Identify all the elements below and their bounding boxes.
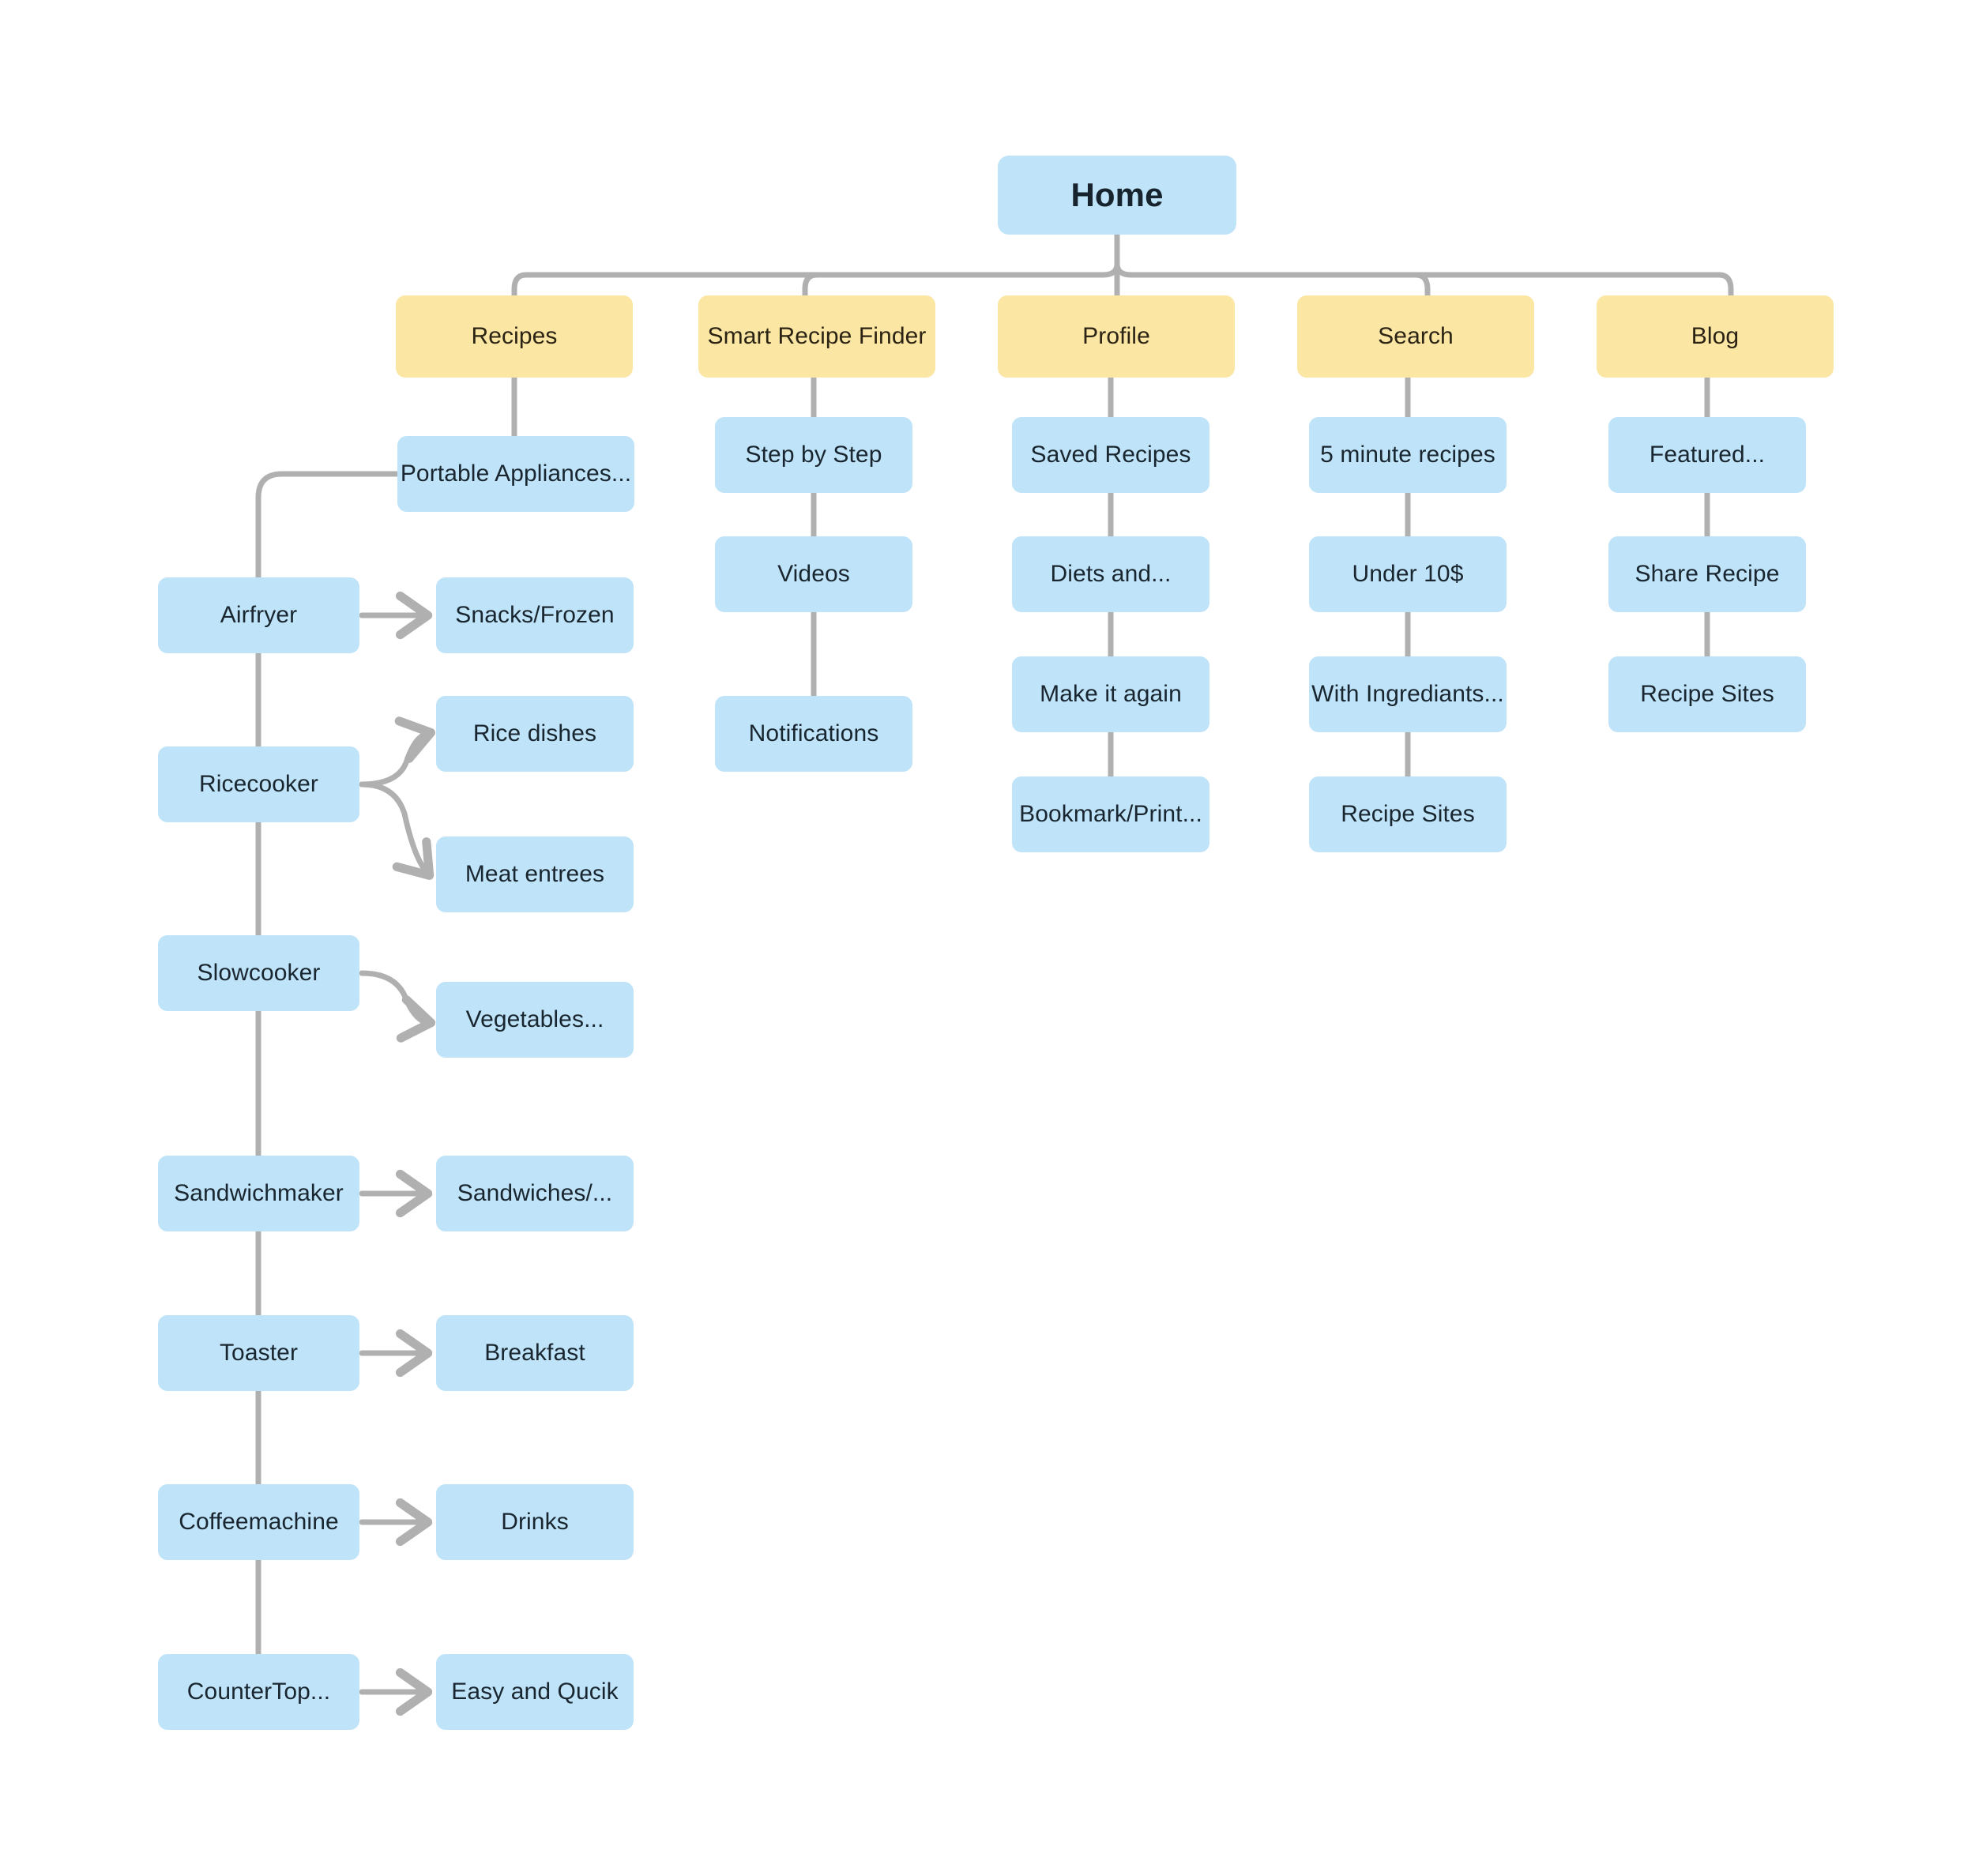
node-toaster[interactable]: Toaster	[158, 1315, 359, 1391]
node-label: Rice dishes	[472, 720, 597, 746]
node-label: With Ingrediants...	[1311, 681, 1504, 707]
node-label: Sandwiches/...	[457, 1180, 613, 1206]
node-five-minute-recipes[interactable]: 5 minute recipes	[1309, 417, 1507, 493]
node-label: Toaster	[219, 1340, 299, 1366]
edge-home-to-recipes	[511, 272, 529, 299]
node-label: Portable Appliances...	[400, 461, 632, 487]
node-sandwichmaker[interactable]: Sandwichmaker	[158, 1156, 359, 1231]
node-countertop[interactable]: CounterTop...	[158, 1654, 359, 1730]
node-label: Drinks	[501, 1509, 569, 1535]
edge-home-to-smart-finder	[802, 272, 820, 299]
edge-portable-to-airfryer	[255, 471, 401, 581]
node-label: Recipes	[471, 323, 558, 349]
node-label: Under 10$	[1352, 561, 1464, 587]
node-label: Recipe Sites	[1640, 681, 1774, 707]
node-label: Share Recipe	[1635, 561, 1780, 587]
node-videos[interactable]: Videos	[715, 536, 912, 612]
node-portable-appliances[interactable]: Portable Appliances...	[397, 436, 634, 512]
node-label: Recipe Sites	[1341, 801, 1475, 827]
node-make-it-again[interactable]: Make it again	[1012, 656, 1209, 732]
edge-bus-horizontal	[523, 261, 1722, 278]
node-saved-recipes[interactable]: Saved Recipes	[1012, 417, 1209, 493]
node-ricecooker[interactable]: Ricecooker	[158, 746, 359, 822]
node-coffeemachine[interactable]: Coffeemachine	[158, 1484, 359, 1560]
node-label: Videos	[777, 561, 850, 587]
node-sandwiches[interactable]: Sandwiches/...	[436, 1156, 634, 1231]
node-slowcooker[interactable]: Slowcooker	[158, 935, 359, 1011]
node-label: Step by Step	[745, 442, 882, 468]
node-label: Smart Recipe Finder	[707, 323, 927, 349]
node-label: Airfryer	[220, 602, 298, 628]
node-recipe-sites-search[interactable]: Recipe Sites	[1309, 776, 1507, 852]
node-step-by-step[interactable]: Step by Step	[715, 417, 912, 493]
node-under-10[interactable]: Under 10$	[1309, 536, 1507, 612]
edge-home-to-blog	[1716, 272, 1734, 299]
edge-ricecooker-to-meatentrees	[359, 781, 434, 880]
node-share-recipe[interactable]: Share Recipe	[1608, 536, 1806, 612]
node-label: Vegetables...	[465, 1006, 604, 1032]
node-label: Coffeemachine	[179, 1509, 339, 1535]
node-rice-dishes[interactable]: Rice dishes	[436, 696, 634, 772]
node-snacks-frozen[interactable]: Snacks/Frozen	[436, 577, 634, 653]
node-label: Easy and Qucik	[451, 1679, 619, 1705]
node-profile[interactable]: Profile	[998, 295, 1235, 378]
node-label: Featured...	[1649, 442, 1766, 468]
node-label: Snacks/Frozen	[455, 602, 615, 628]
node-label: CounterTop...	[186, 1679, 331, 1705]
node-label: Profile	[1082, 323, 1150, 349]
node-meat-entrees[interactable]: Meat entrees	[436, 836, 634, 912]
node-breakfast[interactable]: Breakfast	[436, 1315, 634, 1391]
node-label: Search	[1378, 323, 1454, 349]
node-label: Make it again	[1040, 681, 1182, 707]
node-airfryer[interactable]: Airfryer	[158, 577, 359, 653]
node-with-ingrediants[interactable]: With Ingrediants...	[1309, 656, 1507, 732]
node-label: Blog	[1691, 323, 1740, 349]
node-diets-and[interactable]: Diets and...	[1012, 536, 1209, 612]
node-label: Breakfast	[484, 1340, 585, 1366]
node-smart-recipe-finder[interactable]: Smart Recipe Finder	[698, 295, 935, 378]
node-label: Notifications	[748, 720, 879, 746]
node-home[interactable]: Home	[998, 156, 1236, 235]
node-vegetables[interactable]: Vegetables...	[436, 982, 634, 1058]
node-label: 5 minute recipes	[1320, 442, 1495, 468]
edge-home-to-search	[1413, 272, 1431, 299]
node-label: Meat entrees	[465, 861, 605, 887]
node-bookmark-print[interactable]: Bookmark/Print...	[1012, 776, 1209, 852]
node-recipes[interactable]: Recipes	[396, 295, 633, 378]
node-featured[interactable]: Featured...	[1608, 417, 1806, 493]
node-label: Bookmark/Print...	[1019, 801, 1202, 827]
edge-ricecooker-to-ricedishes	[359, 716, 436, 788]
node-easy-and-qucik[interactable]: Easy and Qucik	[436, 1654, 634, 1730]
node-label: Sandwichmaker	[174, 1180, 344, 1206]
node-label: Slowcooker	[197, 960, 321, 986]
node-label: Ricecooker	[198, 771, 319, 797]
node-label: Saved Recipes	[1030, 442, 1191, 468]
node-drinks[interactable]: Drinks	[436, 1484, 634, 1560]
node-recipe-sites-blog[interactable]: Recipe Sites	[1608, 656, 1806, 732]
edge-slowcooker-to-vegetables	[359, 970, 436, 1043]
node-label: Home	[1070, 175, 1164, 213]
node-search[interactable]: Search	[1297, 295, 1534, 378]
node-notifications[interactable]: Notifications	[715, 696, 912, 772]
node-label: Diets and...	[1050, 561, 1172, 587]
node-blog[interactable]: Blog	[1597, 295, 1834, 378]
